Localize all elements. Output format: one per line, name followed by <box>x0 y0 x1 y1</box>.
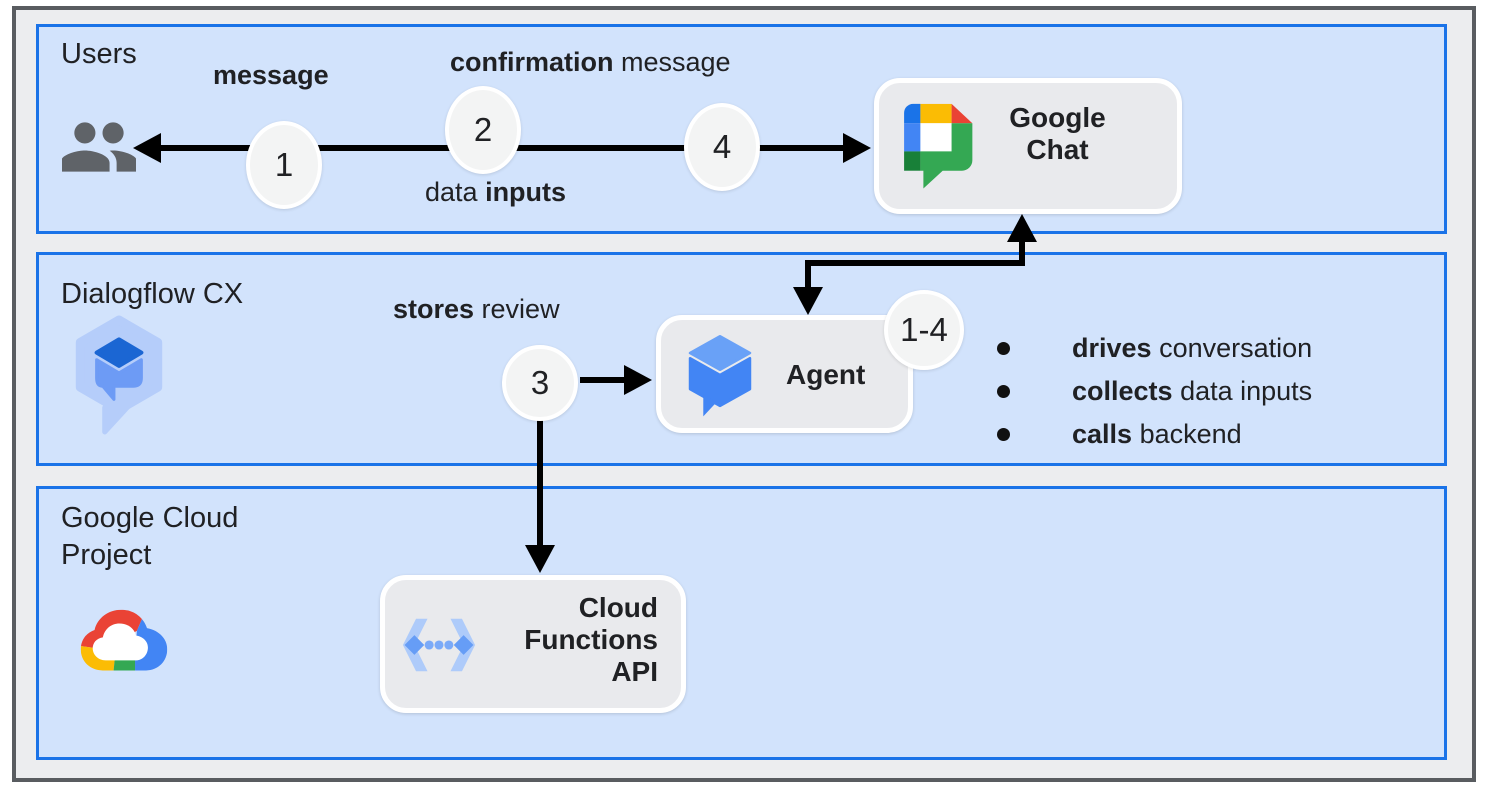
label-confirmation-message: confirmation message <box>450 47 731 77</box>
step-circle-1-4: 1-4 <box>884 290 964 370</box>
cloud-functions-icon <box>398 604 480 686</box>
google-chat-icon <box>898 98 974 190</box>
bullet-dot <box>997 342 1010 355</box>
label-message: message <box>213 60 329 90</box>
connector-chat-vertical <box>1019 240 1025 266</box>
dialogflow-cx-icon <box>72 314 166 438</box>
connector-agent-vertical <box>805 260 811 290</box>
bullet-dot <box>997 385 1010 398</box>
cloud-functions-title: Cloud Functions API <box>524 592 658 687</box>
step-circle-3: 3 <box>502 345 578 421</box>
bullet-drives-conversation: drives conversation <box>985 327 1312 370</box>
flow-line-3-functions <box>537 415 543 547</box>
arrowhead-to-google-chat <box>843 133 871 163</box>
agent-bullet-list: drives conversation collects data inputs… <box>985 327 1312 456</box>
bullet-collects-data-inputs: collects data inputs <box>985 370 1312 413</box>
users-icon <box>62 116 136 178</box>
connector-horizontal <box>805 260 1025 266</box>
arrowhead-up-to-chat <box>1007 214 1037 242</box>
label-stores-review: stores review <box>393 294 560 324</box>
step-circle-2: 2 <box>445 86 521 174</box>
band-google-cloud-project <box>36 486 1447 760</box>
arrowhead-to-cloud-functions <box>525 545 555 573</box>
bullet-calls-backend: calls backend <box>985 413 1312 456</box>
label-data-inputs: data inputs <box>425 177 567 207</box>
agent-icon <box>676 327 764 423</box>
step-circle-1: 1 <box>246 121 322 209</box>
arrowhead-to-users <box>133 133 161 163</box>
bullet-dot <box>997 428 1010 441</box>
google-chat-title: Google Chat <box>1009 102 1106 165</box>
flow-line-3-agent <box>580 377 626 383</box>
google-cloud-icon <box>78 604 170 678</box>
band-users-label: Users <box>61 38 137 70</box>
band-google-cloud-project-label: Google Cloud Project <box>61 502 239 571</box>
band-dialogflow-cx-label: Dialogflow CX <box>61 278 244 310</box>
step-circle-4: 4 <box>684 103 760 191</box>
arrowhead-down-to-agent <box>793 287 823 315</box>
agent-title: Agent <box>786 359 866 390</box>
arrowhead-to-agent <box>624 365 652 395</box>
